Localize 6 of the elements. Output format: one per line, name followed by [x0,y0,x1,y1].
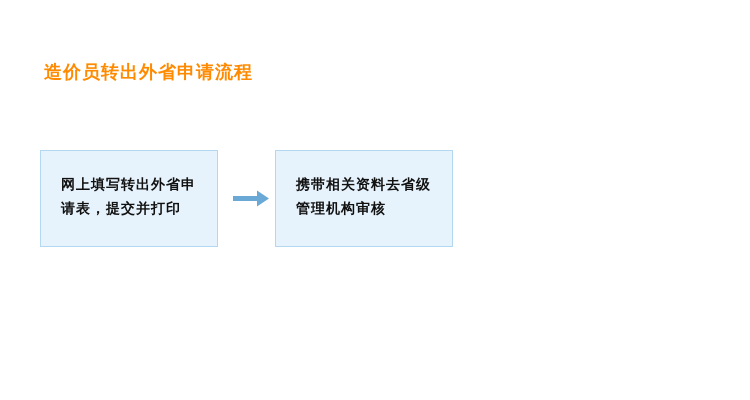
process-box [40,150,218,247]
step-text: 网上填写转出外省申请表，提交并打印 [61,176,197,218]
step-text: 携带相关资料去省级管理机构审核 [296,176,432,218]
arrow [233,190,269,206]
diagram-title: 造价员转出外省申请流程 [44,61,253,85]
process-box [275,150,453,247]
